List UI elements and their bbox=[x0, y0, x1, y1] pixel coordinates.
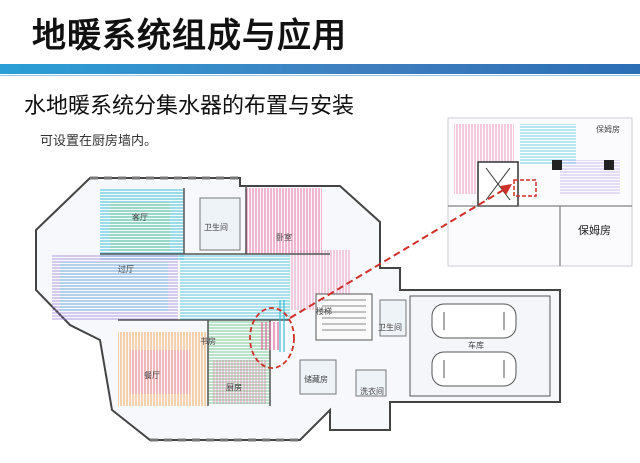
slide-note: 可设置在厨房墙内。 bbox=[40, 134, 158, 149]
room-label-bathroom-2: 卫生间 bbox=[378, 323, 402, 332]
title-divider bbox=[0, 75, 640, 76]
room-label-storage: 储藏房 bbox=[304, 375, 328, 384]
inset-label-nanny-room: 保姆房 bbox=[578, 224, 611, 237]
inset-plan bbox=[447, 117, 633, 267]
title-accent-bar bbox=[0, 64, 640, 74]
room-label-stairs: 楼梯 bbox=[316, 307, 332, 316]
room-label-garage: 车库 bbox=[468, 341, 484, 350]
inset-label-top-right: 保姆房 bbox=[596, 125, 620, 134]
room-label-laundry: 洗衣间 bbox=[360, 387, 384, 396]
room-label-bathroom: 卫生间 bbox=[204, 223, 228, 232]
room-label-study: 书房 bbox=[200, 337, 216, 346]
room-label-corridor: 过厅 bbox=[118, 265, 134, 274]
slide-title: 地暖系统组成与应用 bbox=[32, 16, 347, 56]
room-label-bedroom: 卧室 bbox=[276, 233, 292, 242]
room-label-kitchen: 厨房 bbox=[226, 383, 242, 392]
house-plan bbox=[35, 176, 561, 442]
room-label-living: 客厅 bbox=[132, 213, 148, 222]
room-label-dining: 餐厅 bbox=[144, 371, 160, 380]
slide-subtitle: 水地暖系统分集水器的布置与安装 bbox=[24, 94, 355, 119]
